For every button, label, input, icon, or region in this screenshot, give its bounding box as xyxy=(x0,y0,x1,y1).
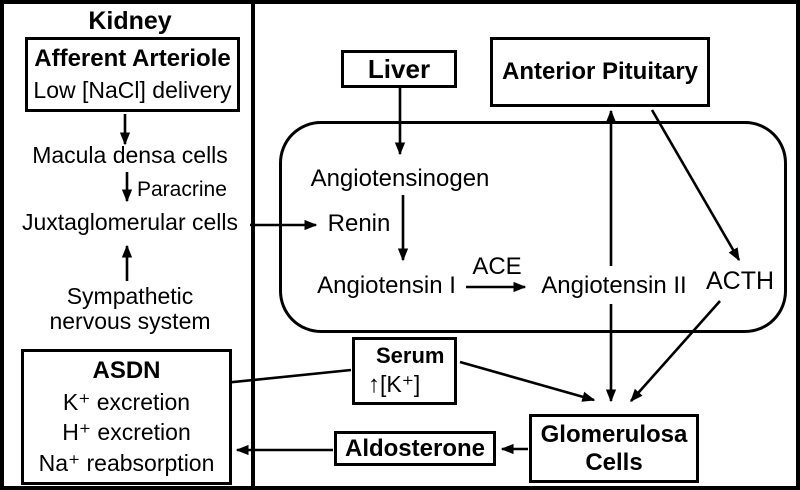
serum-k-text: [K⁺] xyxy=(380,371,421,397)
serum-k-value: ↑[K⁺] xyxy=(368,371,420,399)
raas-cascade-container xyxy=(279,121,787,333)
juxtaglomerular-label: Juxtaglomerular cells xyxy=(21,209,239,235)
arrow-serum-to-glomerulosa xyxy=(459,360,596,402)
glomerulosa-line2: Cells xyxy=(585,448,643,476)
arrow-acth-to-glomerulosa xyxy=(630,300,721,402)
asdn-item-h-excretion: H⁺ excretion xyxy=(62,419,191,446)
serum-box-title: Serum xyxy=(376,343,445,368)
macula-densa-label: Macula densa cells xyxy=(32,142,228,168)
anterior-pituitary-label: Anterior Pituitary xyxy=(501,58,699,85)
acth-label: ACTH xyxy=(705,267,775,295)
liver-label: Liver xyxy=(367,53,431,84)
glomerulosa-cells-box: Glomerulosa Cells xyxy=(529,414,699,483)
kidney-title: Kidney xyxy=(88,7,172,35)
aldosterone-box: Aldosterone xyxy=(334,431,496,466)
angiotensin-ii-label: Angiotensin II xyxy=(532,273,696,299)
aldosterone-label: Aldosterone xyxy=(344,434,485,462)
afferent-arteriole-subtitle: Low [NaCl] delivery xyxy=(33,77,232,103)
asdn-box: ASDN K⁺ excretion H⁺ excretion Na⁺ reabs… xyxy=(21,349,232,485)
asdn-item-na-reabsorption: Na⁺ reabsorption xyxy=(38,449,215,476)
glomerulosa-line1: Glomerulosa xyxy=(540,420,688,448)
asdn-item-k-excretion: K⁺ excretion xyxy=(62,388,191,415)
sympathetic-line1: Sympathetic xyxy=(66,283,194,309)
liver-box: Liver xyxy=(341,50,457,88)
arrow-layer xyxy=(119,88,741,456)
panel-divider xyxy=(251,4,255,486)
renin-label: Renin xyxy=(327,210,391,237)
angiotensin-i-label: Angiotensin I xyxy=(317,272,456,299)
afferent-arteriole-title: Afferent Arteriole xyxy=(34,45,231,72)
sympathetic-label: Sympathetic nervous system xyxy=(30,284,230,334)
anterior-pituitary-box: Anterior Pituitary xyxy=(490,37,710,107)
paracrine-label: Paracrine xyxy=(137,178,227,201)
angiotensinogen-label: Angiotensinogen xyxy=(310,165,490,192)
arrow-anterior-pituitary-to-acth xyxy=(650,109,741,262)
asdn-title: ASDN xyxy=(92,357,161,385)
ace-label: ACE xyxy=(472,253,522,280)
sympathetic-line2: nervous system xyxy=(49,308,211,334)
up-arrow-icon: ↑ xyxy=(368,371,380,398)
serum-potassium-box: Serum ↑[K⁺] xyxy=(352,337,457,405)
afferent-arteriole-box: Afferent Arteriole Low [NaCl] delivery xyxy=(25,37,240,112)
